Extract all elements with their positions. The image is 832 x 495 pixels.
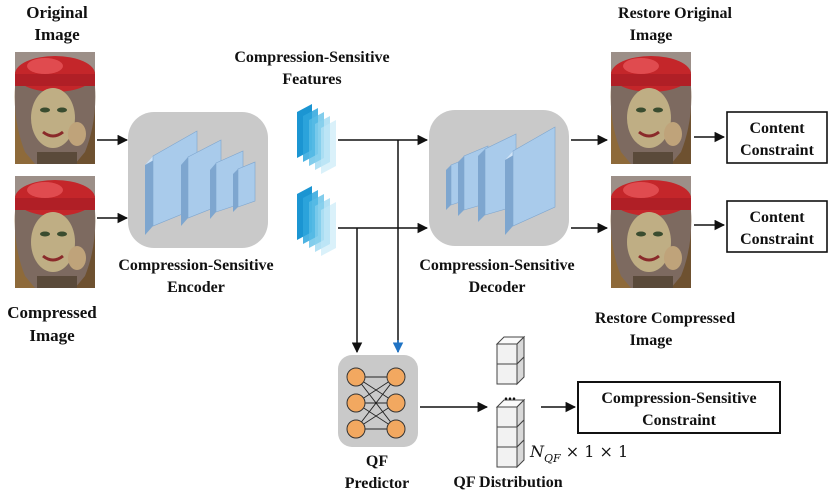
features-label-2: Features (282, 71, 341, 88)
content-constraint-1-line-2: Constraint (740, 142, 814, 159)
neuron-icon (386, 393, 406, 413)
decoder-label-2: Decoder (469, 279, 526, 296)
content-constraint-box-2: Content Constraint (726, 200, 828, 253)
neuron-icon (386, 419, 406, 439)
qf-predictor-module (338, 355, 418, 447)
qf-predictor-label-2: Predictor (345, 475, 410, 492)
restore-compressed-label-2: Image (630, 332, 673, 349)
decoder-module (429, 110, 569, 246)
qf-distribution-vector (495, 335, 526, 469)
restore-original-label-2: Image (630, 27, 673, 44)
content-constraint-2-line-1: Content (749, 209, 805, 226)
neuron-icon (346, 367, 366, 387)
compressed-image-label-2: Image (29, 326, 75, 345)
original-image-label-1: Original (26, 3, 88, 22)
qf-predictor-label-1: QF (366, 453, 388, 470)
ellipsis-dots: ... (504, 387, 516, 404)
neuron-icon (386, 367, 406, 387)
original-image (13, 50, 97, 166)
restore-compressed-label-1: Restore Compressed (595, 310, 735, 327)
neuron-icon (346, 393, 366, 413)
feature-stack-original (297, 104, 336, 174)
content-constraint-1-line-1: Content (749, 120, 805, 137)
encoder-module (128, 112, 268, 248)
compression-sensitive-constraint-box: Compression-Sensitive Constraint (577, 381, 781, 434)
encoder-label-2: Encoder (167, 279, 225, 296)
feature-stack-compressed (297, 186, 336, 256)
decoder-label-1: Compression-Sensitive (419, 257, 574, 274)
content-constraint-2-line-2: Constraint (740, 231, 814, 248)
original-image-label-2: Image (34, 25, 80, 44)
restored-original-image (609, 50, 693, 166)
qf-distribution-label: QF Distribution (453, 474, 562, 491)
content-constraint-box-1: Content Constraint (726, 111, 828, 164)
dimension-label: NQF × 1 × 1 (529, 442, 628, 465)
features-label-1: Compression-Sensitive (234, 49, 389, 66)
restored-compressed-image (609, 174, 693, 290)
compressed-image-label-1: Compressed (7, 303, 97, 322)
neuron-icon (346, 419, 366, 439)
cs-constraint-line-1: Compression-Sensitive (601, 390, 756, 407)
compressed-image (13, 174, 97, 290)
cs-constraint-line-2: Constraint (642, 412, 716, 429)
encoder-label-1: Compression-Sensitive (118, 257, 273, 274)
restore-original-label-1: Restore Original (618, 5, 732, 22)
